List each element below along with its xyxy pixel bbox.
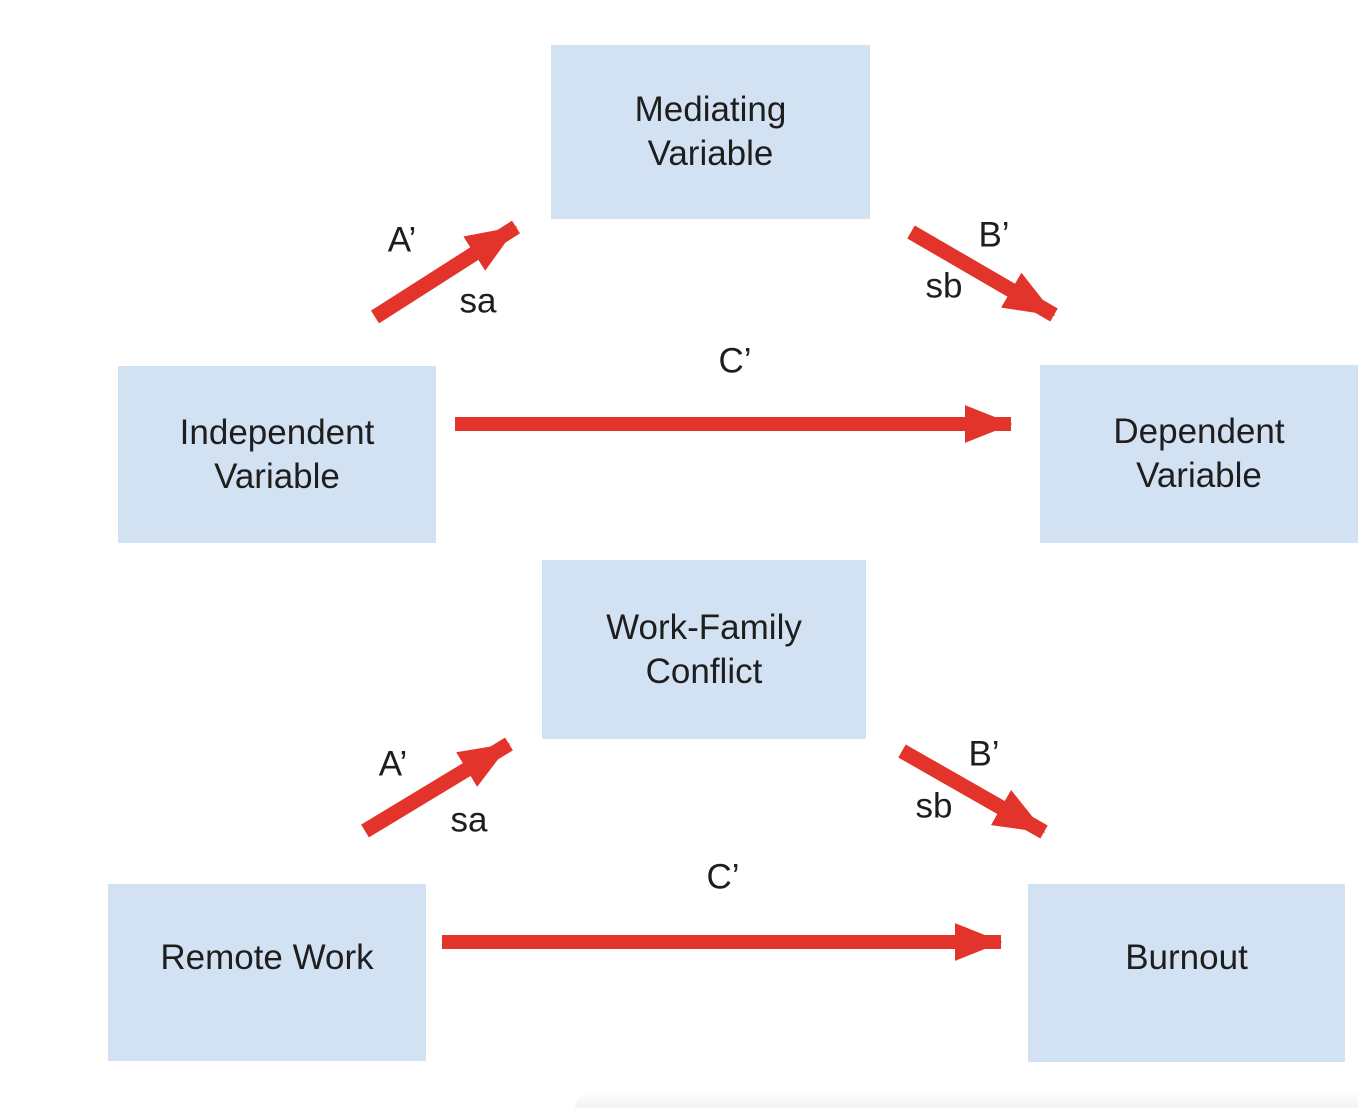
- bottom-edge-shadow: [575, 1092, 1358, 1108]
- top-path-a-sub-label: sa: [459, 281, 497, 321]
- bottom-path-b-label: B’: [968, 734, 1000, 774]
- work-family-conflict-box: Work-Family Conflict: [542, 560, 866, 739]
- top-path-b-sub-label: sb: [925, 266, 963, 306]
- top-path-c-label: C’: [718, 341, 752, 381]
- burnout-box: Burnout: [1028, 884, 1345, 1062]
- top-path-b-label: B’: [978, 215, 1010, 255]
- independent-variable-box: Independent Variable: [118, 366, 436, 543]
- bottom-path-b-sub-label: sb: [915, 786, 953, 826]
- remote-work-box: Remote Work: [108, 884, 426, 1061]
- mediating-variable-box: Mediating Variable: [551, 45, 870, 219]
- dependent-variable-box: Dependent Variable: [1040, 365, 1358, 543]
- top-path-a-label: A’: [387, 220, 417, 260]
- bottom-path-c-label: C’: [706, 857, 740, 897]
- bottom-path-a-label: A’: [378, 744, 408, 784]
- bottom-path-a-sub-label: sa: [450, 800, 488, 840]
